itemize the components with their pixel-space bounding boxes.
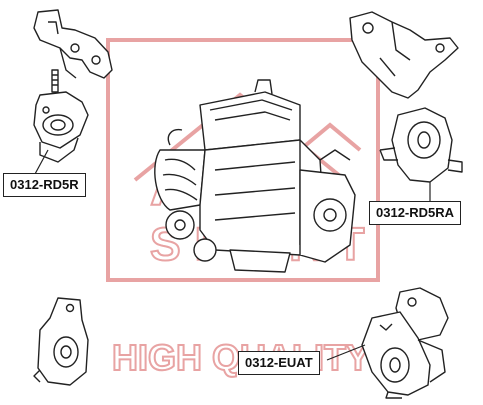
part-label-rd5r: 0312-RD5R — [3, 173, 86, 197]
part-rd5r-drawing — [33, 9, 113, 163]
engine-drawing — [154, 79, 356, 273]
part-rd5ra-drawing — [349, 11, 463, 183]
watermark-frame — [106, 38, 380, 282]
leader-euat — [326, 344, 366, 361]
part-euat-drawing — [361, 287, 449, 399]
leader-rd5r — [34, 149, 49, 175]
part-small-mount-drawing — [33, 297, 89, 386]
watermark-peak — [298, 122, 362, 152]
part-label-euat: 0312-EUAT — [238, 351, 320, 375]
part-label-rd5ra: 0312-RD5RA — [369, 201, 462, 225]
